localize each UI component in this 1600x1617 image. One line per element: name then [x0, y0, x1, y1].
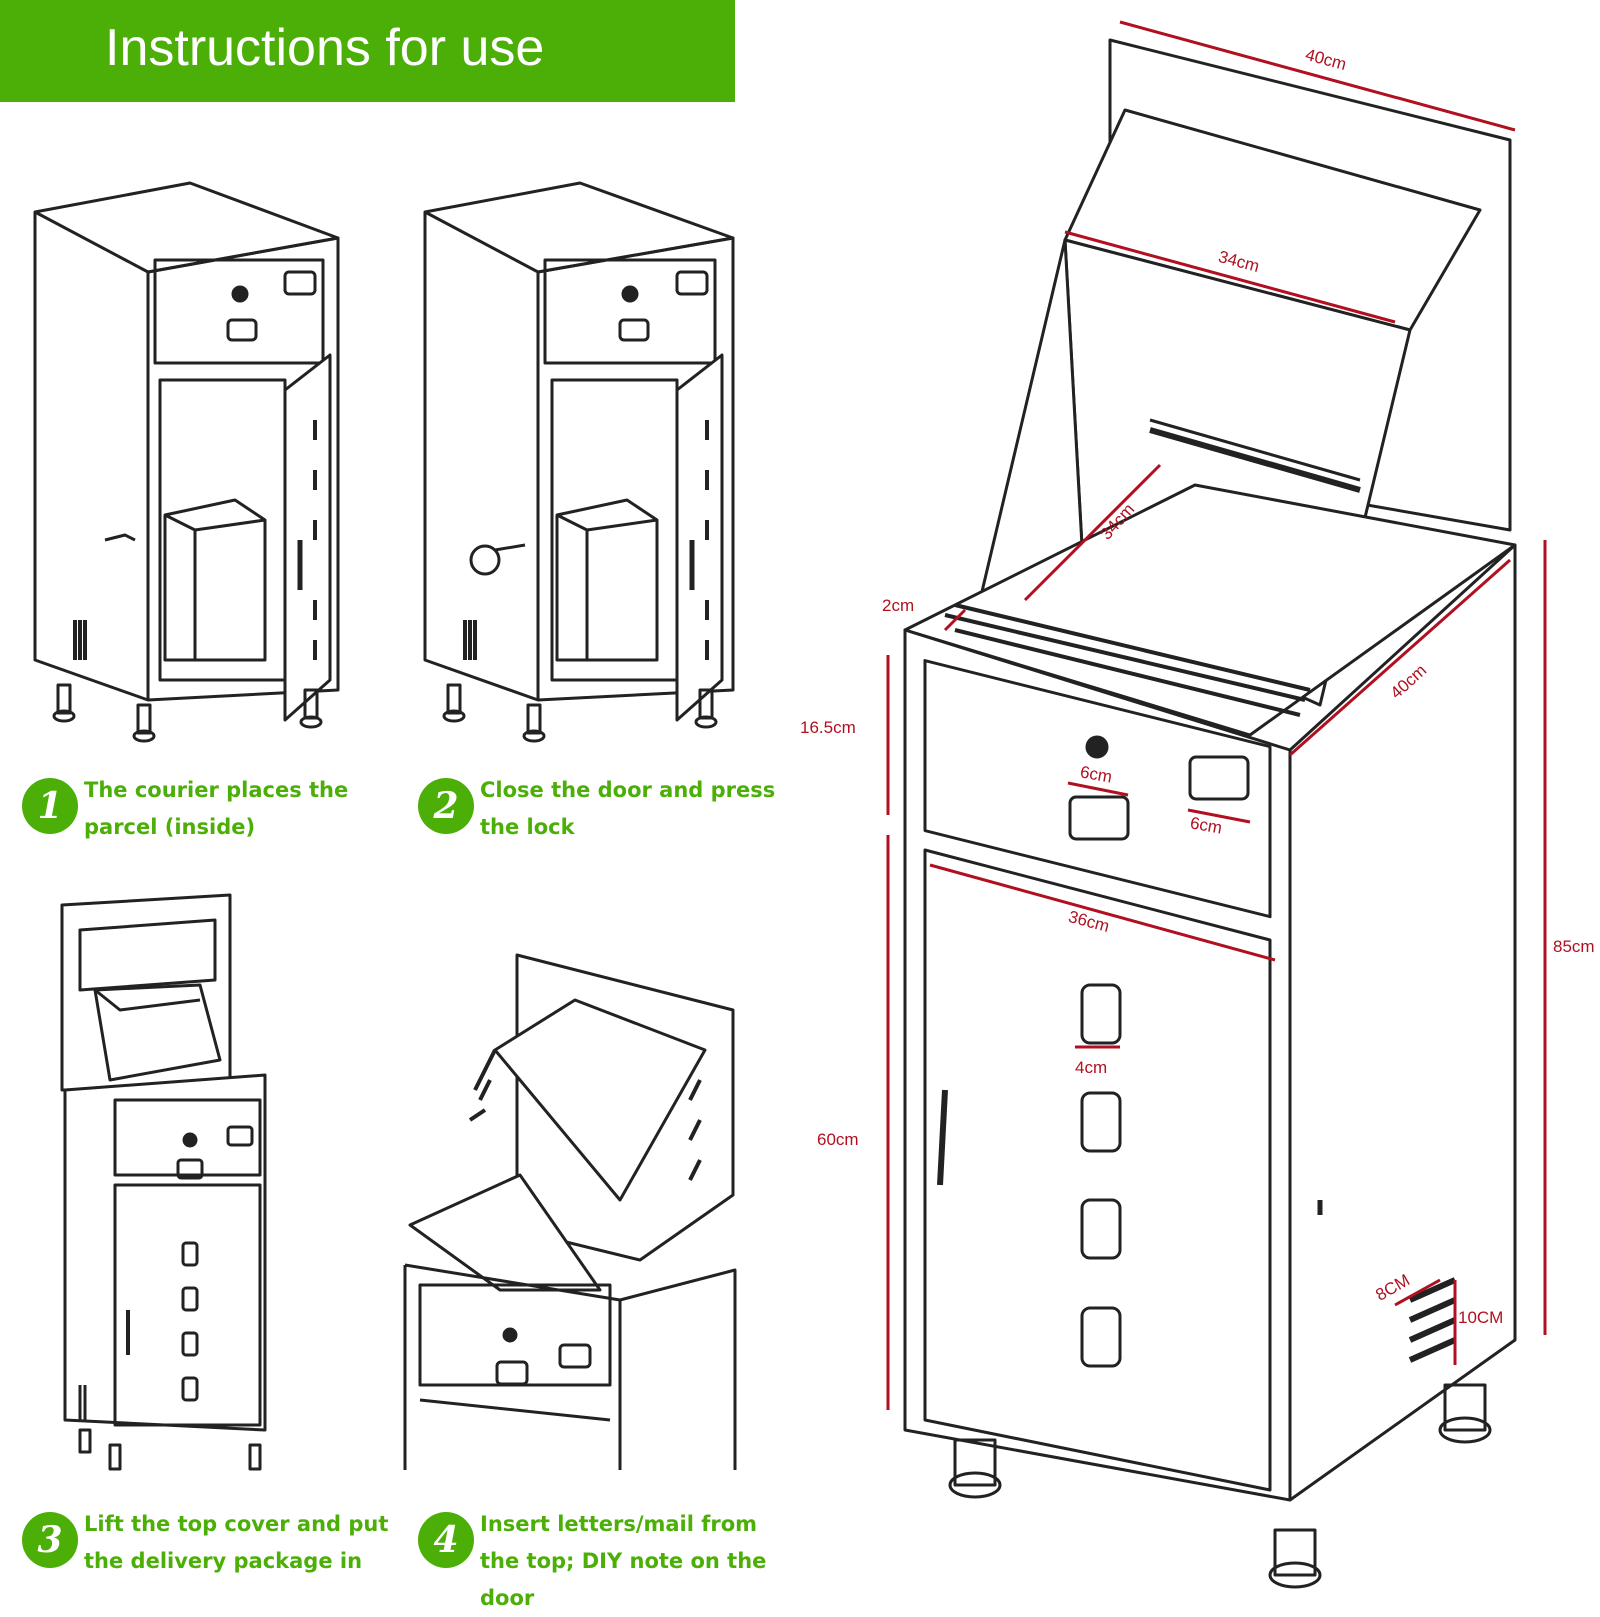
dim-drawer-height: 16.5cm: [800, 718, 856, 737]
dim-total-height: 85cm: [1553, 937, 1595, 956]
step-number-badge: 4: [418, 1512, 474, 1568]
step-4: 4 Insert letters/mail from the top; DIY …: [418, 1512, 778, 1610]
cabinet-step-1: [33, 181, 340, 743]
step-text: Lift the top cover and put the delivery …: [84, 1512, 389, 1573]
page-title: Instructions for use: [105, 19, 545, 77]
dim-lid-lip: 2cm: [882, 596, 915, 615]
step-text: Close the door and press the lock: [480, 778, 776, 839]
step-number-badge: 1: [22, 778, 78, 834]
step-number-badge: 3: [22, 1512, 78, 1568]
step-text: Insert letters/mail from the top; DIY no…: [480, 1512, 767, 1610]
step-text: The courier places the parcel (inside): [84, 778, 349, 839]
cabinet-step-2: [423, 181, 735, 743]
dim-vent-height: 10CM: [1458, 1308, 1504, 1327]
main-cabinet: [903, 38, 1517, 1589]
step-number-badge: 2: [418, 778, 474, 834]
step-2: 2 Close the door and press the lock: [418, 778, 778, 858]
cabinet-step-4: [403, 953, 737, 1470]
dimension-lines: [886, 20, 1547, 1410]
cabinet-step-3: [60, 893, 267, 1471]
dim-door-height: 60cm: [817, 1130, 859, 1149]
dim-slot-width: 4cm: [1075, 1058, 1108, 1077]
step-1: 1 The courier places the parcel (inside): [22, 778, 382, 858]
title-banner: Instructions for use: [0, 0, 735, 102]
step-3: 3 Lift the top cover and put the deliver…: [22, 1512, 388, 1592]
